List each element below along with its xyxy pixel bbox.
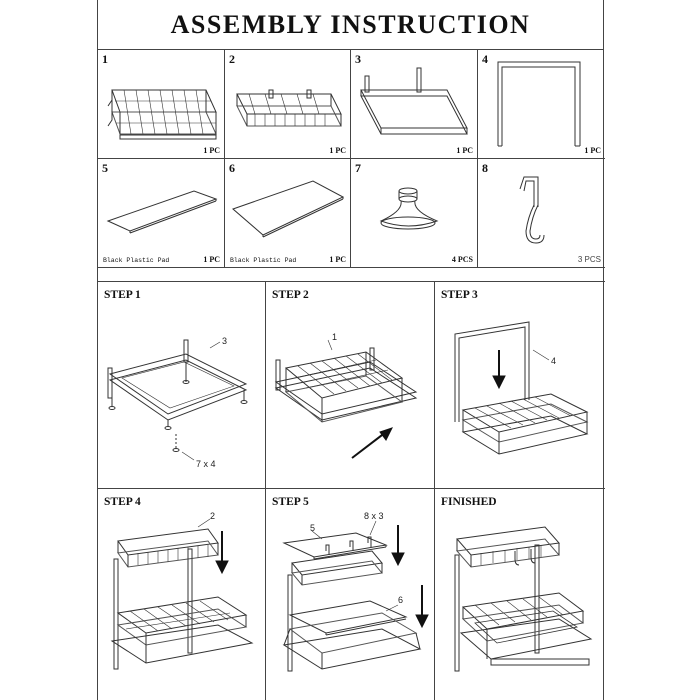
part-number: 1 xyxy=(102,52,108,66)
part-qty: 1 PC xyxy=(456,146,473,155)
step-callout: 5 xyxy=(310,523,315,533)
shallow-basket-drawing xyxy=(236,89,342,127)
part-caption: Black Plastic Pad xyxy=(103,257,170,264)
step-callout: 8 x 3 xyxy=(364,511,384,521)
part-qty: 1 PC xyxy=(203,146,220,155)
step-title: STEP 5 xyxy=(272,496,309,508)
part-caption: Black Plastic Pad xyxy=(230,257,297,264)
part-qty: 1 PC xyxy=(584,146,601,155)
step-4-drawing: 2 xyxy=(110,511,254,670)
part-number: 3 xyxy=(355,52,361,66)
part-qty: 1 PC xyxy=(203,255,220,264)
part-cell-1: 1 1 PC xyxy=(98,50,225,159)
step-callout: 6 xyxy=(398,595,403,605)
step-5-drawing: 5 8 x 3 6 xyxy=(282,511,429,672)
plastic-pad-drawing xyxy=(106,190,218,234)
step-title: STEP 4 xyxy=(104,496,141,508)
step-title: STEP 2 xyxy=(272,289,309,301)
step-title: STEP 3 xyxy=(441,289,478,301)
part-number: 8 xyxy=(482,161,488,175)
part-number: 6 xyxy=(229,161,235,175)
step-title: STEP 1 xyxy=(104,289,141,301)
parts-grid: 1 1 PC xyxy=(98,50,605,268)
wire-basket-drawing xyxy=(107,89,217,140)
steps-grid: STEP 1 3 7 x 4 xyxy=(98,282,605,700)
step-callout: 2 xyxy=(210,511,215,521)
step-cell-1: STEP 1 3 7 x 4 xyxy=(98,282,266,489)
part-cell-2: 2 xyxy=(225,50,351,159)
step-callout: 3 xyxy=(222,336,227,346)
hook-drawing xyxy=(519,176,545,244)
upright-frame-drawing xyxy=(497,61,581,147)
part-number: 4 xyxy=(482,52,488,66)
page-title: ASSEMBLY INSTRUCTION xyxy=(98,0,603,50)
step-cell-2: STEP 2 xyxy=(266,282,435,489)
section-divider xyxy=(98,268,605,282)
step-1-drawing: 3 7 x 4 xyxy=(107,336,248,469)
part-cell-4: 4 1 PC xyxy=(478,50,605,159)
part-qty: 3 PCS xyxy=(577,255,601,264)
part-number: 7 xyxy=(355,161,361,175)
instruction-sheet: ASSEMBLY INSTRUCTION 1 xyxy=(97,0,605,700)
part-cell-8: 8 3 PCS xyxy=(478,159,605,268)
part-qty: 4 PCS xyxy=(451,255,473,264)
step-title: FINISHED xyxy=(441,496,497,508)
finished-drawing xyxy=(454,526,593,672)
step-cell-3: STEP 3 xyxy=(435,282,605,489)
base-frame-drawing xyxy=(360,67,468,135)
step-callout: 4 xyxy=(551,356,556,366)
part-qty: 1 PC xyxy=(329,146,346,155)
part-qty: 1 PC xyxy=(329,255,346,264)
step-callout: 1 xyxy=(332,332,337,342)
step-cell-finished: FINISHED xyxy=(435,489,605,700)
part-number: 5 xyxy=(102,161,108,175)
part-number: 2 xyxy=(229,52,235,66)
step-cell-5: STEP 5 xyxy=(266,489,435,700)
part-cell-6: 6 Black Plastic Pad 1 PC xyxy=(225,159,351,268)
part-cell-5: 5 Black Plastic Pad 1 PC xyxy=(98,159,225,268)
part-cell-7: 7 4 PCS xyxy=(351,159,478,268)
suction-cup-drawing xyxy=(379,187,439,230)
step-3-drawing: 4 xyxy=(454,321,589,455)
part-cell-3: 3 1 PC xyxy=(351,50,478,159)
step-callout: 7 x 4 xyxy=(196,459,216,469)
plastic-pad-large-drawing xyxy=(232,180,345,238)
step-cell-4: STEP 4 xyxy=(98,489,266,700)
step-2-drawing: 1 xyxy=(274,332,418,459)
